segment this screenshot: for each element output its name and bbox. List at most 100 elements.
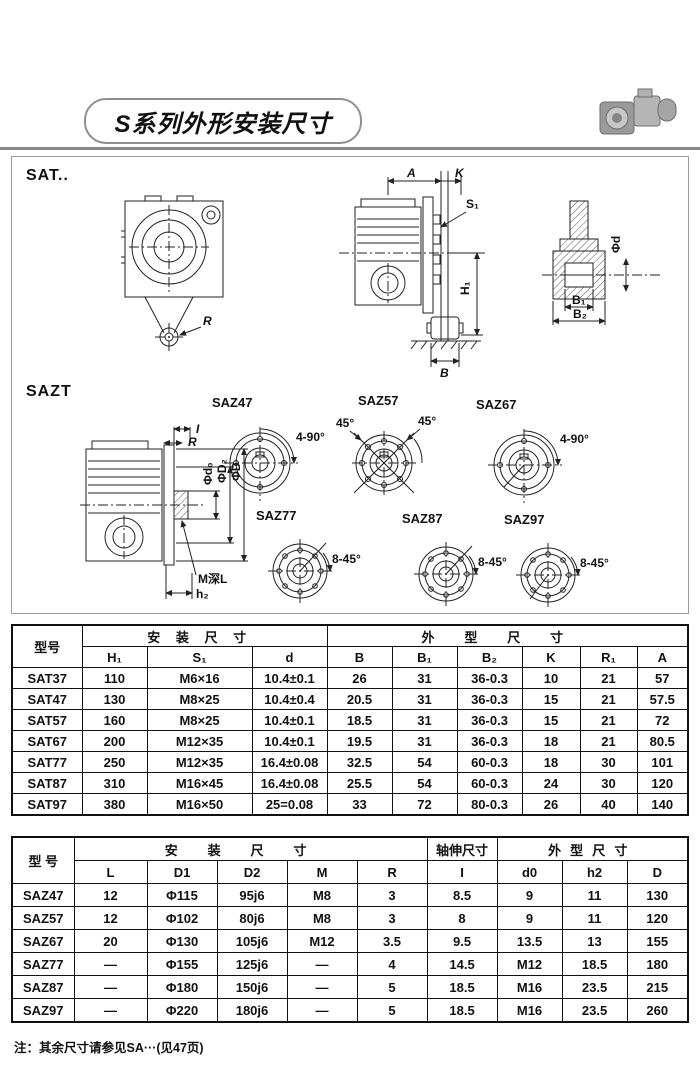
- column-header-model: 型号: [11, 624, 83, 668]
- group-header-outline: 外型尺寸: [326, 624, 689, 647]
- cell: M12×35: [146, 751, 253, 773]
- cell: 24: [521, 772, 581, 794]
- cell: 26: [326, 667, 393, 689]
- cell: —: [73, 975, 148, 999]
- cell: 14.5: [426, 952, 498, 976]
- cell: 4: [356, 952, 428, 976]
- cell: 9: [496, 906, 563, 930]
- column-header: d: [251, 646, 328, 668]
- flange-saz67: SAZ67 4-90°: [476, 397, 589, 503]
- cell-model: SAZ67: [11, 929, 75, 953]
- cell: 36-0.3: [456, 667, 523, 689]
- table-header-row: 型 号 安装尺寸 轴伸尺寸 外型尺寸: [11, 836, 689, 884]
- cell: 310: [81, 772, 148, 794]
- cell: 21: [579, 688, 638, 710]
- cell: 31: [391, 667, 458, 689]
- flange-angle: 4-90°: [560, 432, 589, 446]
- cell: 101: [636, 751, 689, 773]
- cell: 36-0.3: [456, 709, 523, 731]
- cell: 13.5: [496, 929, 563, 953]
- cell: 10.4±0.1: [251, 709, 328, 731]
- shaft-section-drawing: Φd B₁ B₂: [542, 200, 660, 325]
- dim-label-phi-d: Φd: [609, 236, 623, 253]
- group-header-install: 安装尺寸: [81, 624, 328, 647]
- dim-label-b2: B₂: [573, 307, 587, 321]
- cell: 120: [626, 906, 689, 930]
- table-row: SAT67 200 M12×35 10.4±0.1 19.5 31 36-0.3…: [11, 730, 689, 752]
- cell: 20: [73, 929, 148, 953]
- flange-name: SAZ47: [212, 395, 252, 410]
- flange-saz77: SAZ77 8-45°: [256, 508, 361, 605]
- cell: 26: [521, 793, 581, 816]
- flange-angle: 8-45°: [332, 552, 361, 566]
- dim-label-a: A: [406, 166, 416, 180]
- dim-label-phi-d2: ΦD₂: [215, 459, 229, 483]
- cell: 95j6: [216, 883, 288, 907]
- cell: 110: [81, 667, 148, 689]
- column-header: B: [326, 646, 393, 668]
- cell: 16.4±0.08: [251, 751, 328, 773]
- cell: 10.4±0.4: [251, 688, 328, 710]
- group-header-install: 安装尺寸: [73, 836, 428, 861]
- flange-saz57: SAZ57 45° 45°: [336, 393, 436, 495]
- cell: 12: [73, 906, 148, 930]
- dim-label-m-depth: M深L: [198, 571, 227, 586]
- cell: M16: [496, 975, 563, 999]
- cell: 5: [356, 998, 428, 1023]
- dim-label-i: I: [196, 422, 200, 436]
- table-subheader-row: L D1 D2 M R I d0 h2 D: [12, 860, 689, 884]
- cell: 3.5: [356, 929, 428, 953]
- cell: 18.5: [561, 952, 628, 976]
- cell: 120: [636, 772, 689, 794]
- cell-model: SAT77: [11, 751, 83, 773]
- cell: 11: [561, 883, 628, 907]
- column-header: L: [73, 860, 148, 884]
- table-row: SAT47 130 M8×25 10.4±0.4 20.5 31 36-0.3 …: [11, 688, 689, 710]
- cell: 180j6: [216, 998, 288, 1023]
- column-header: D2: [216, 860, 288, 884]
- column-header: K: [521, 646, 581, 668]
- cell: —: [286, 998, 358, 1023]
- cell: Φ102: [146, 906, 218, 930]
- cell: 105j6: [216, 929, 288, 953]
- cell: 30: [579, 751, 638, 773]
- cell: 5: [356, 975, 428, 999]
- cell: 16.4±0.08: [251, 772, 328, 794]
- cell-model: SAZ57: [11, 906, 75, 930]
- cell: 130: [81, 688, 148, 710]
- cell: 8: [426, 906, 498, 930]
- flange-name: SAZ87: [402, 511, 442, 526]
- dim-label-h1: H₁: [458, 281, 472, 295]
- cell: 8.5: [426, 883, 498, 907]
- cell: 80j6: [216, 906, 288, 930]
- table-row: SAT77 250 M12×35 16.4±0.08 32.5 54 60-0.…: [11, 751, 689, 773]
- column-header: B₁: [391, 646, 458, 668]
- cell: 57: [636, 667, 689, 689]
- dim-label-b: B: [440, 366, 449, 380]
- cell: 10.4±0.1: [251, 730, 328, 752]
- header-divider: [0, 147, 700, 150]
- cell: 18.5: [426, 975, 498, 999]
- table-row: SAZ87 — Φ180 150j6 — 5 18.5 M16 23.5 215: [11, 975, 689, 999]
- cell: 18.5: [426, 998, 498, 1023]
- table-row: SAZ57 12 Φ102 80j6 M8 3 8 9 11 120: [11, 906, 689, 930]
- sat-dimensions-table: 型号 安装尺寸 外型尺寸 H₁ S₁ d B B₁ B₂ K R₁ A SAT3…: [11, 624, 690, 816]
- cell: 180: [626, 952, 689, 976]
- cell: 54: [391, 751, 458, 773]
- cell: 57.5: [636, 688, 689, 710]
- cell: 21: [579, 730, 638, 752]
- column-header: R: [356, 860, 428, 884]
- flange-angle: 8-45°: [478, 555, 507, 569]
- cell: 31: [391, 688, 458, 710]
- page-title-text: S系列外形安装尺寸: [114, 110, 332, 138]
- dim-label-phi-d0: Φd₀: [201, 462, 215, 485]
- cell: M12: [496, 952, 563, 976]
- table-row: SAZ77 — Φ155 125j6 — 4 14.5 M12 18.5 180: [11, 952, 689, 976]
- cell: 9.5: [426, 929, 498, 953]
- column-header: A: [636, 646, 689, 668]
- flange-name: SAZ67: [476, 397, 516, 412]
- footnote: 注：其余尺寸请参见SA···(见47页): [14, 1041, 204, 1055]
- saz-dimensions-table: 型 号 安装尺寸 轴伸尺寸 外型尺寸 L D1 D2 M R I d0 h2 D…: [11, 836, 690, 1023]
- flange-saz97: SAZ97 8-45°: [504, 512, 609, 609]
